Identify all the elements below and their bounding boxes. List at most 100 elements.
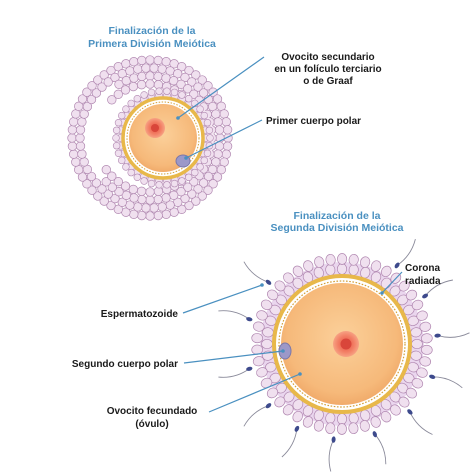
label-oocyte-line-2: en un folículo terciario [274, 64, 381, 75]
granulosa-cell [82, 101, 93, 112]
corona-cell [411, 377, 424, 389]
sperm-head [372, 431, 377, 438]
antrum-oocyte-mass [112, 87, 214, 189]
granulosa-cell [222, 141, 233, 151]
corona-cell [274, 396, 286, 408]
cumulus-cell [122, 105, 130, 113]
granulosa-cell [107, 182, 117, 192]
granulosa-cell [176, 79, 186, 89]
corona-cell [303, 260, 314, 272]
granulosa-cell [113, 89, 123, 99]
sperm-cell [407, 409, 433, 435]
granulosa-cell [149, 63, 159, 73]
granulosa-cell [103, 189, 113, 199]
cumulus-cell [196, 163, 204, 171]
granulosa-cell [77, 149, 87, 159]
granulosa-cell [141, 63, 151, 73]
granulosa-cell [137, 55, 147, 66]
granulosa-cell [121, 190, 131, 200]
granulosa-cell [169, 76, 179, 86]
top-zona-inner-ring [126, 101, 200, 175]
cumulus-cell [206, 134, 214, 142]
granulosa-cell [213, 149, 223, 159]
granulosa-cell [113, 204, 123, 214]
granulosa-cell [91, 88, 102, 98]
sperm-cell [243, 403, 272, 427]
corona-cell [325, 253, 336, 266]
granulosa-cell [197, 75, 207, 85]
bottom-title-line-1: Finalización de la [294, 210, 381, 222]
sperm-head [246, 317, 253, 322]
corona-cell [261, 338, 273, 350]
label-sperm: Espermatozoide [101, 309, 179, 320]
granulosa-cell [203, 81, 213, 91]
corona-cell [325, 422, 336, 435]
granulosa-cell [128, 184, 138, 195]
granulosa-cell [145, 195, 155, 205]
granulosa-cell [129, 73, 139, 83]
cumulus-cell [178, 91, 186, 99]
sperm-cell [281, 425, 300, 458]
granulosa-cell [87, 81, 97, 91]
label-fertilized-line-2: (óvulo) [135, 419, 168, 430]
corona-cell [398, 396, 410, 408]
granulosa-cell [193, 184, 203, 194]
sperm-cell [394, 238, 416, 269]
corona-cell [266, 387, 279, 399]
granulosa-cell [67, 141, 78, 151]
corona-cell [416, 367, 428, 378]
sperm-tail [432, 376, 463, 389]
corona-radiata-cells [251, 253, 433, 435]
granulosa-cell [189, 177, 199, 187]
granulosa-cell [153, 71, 163, 82]
corona-cell [380, 411, 392, 423]
graafian-follicle [67, 55, 233, 221]
corona-cell [390, 404, 401, 416]
cumulus-cell [147, 88, 156, 97]
granulosa-cell [77, 117, 87, 127]
cumulus-cell [205, 126, 214, 135]
sperm-tail [243, 405, 269, 427]
corona-cell [252, 321, 265, 332]
granulosa-cell [137, 71, 147, 82]
granulosa-cell [213, 117, 223, 127]
cumulus-cell [114, 149, 123, 158]
corona-cell [314, 256, 325, 268]
granulosa-cell [180, 72, 190, 83]
granulosa-cell [107, 171, 117, 181]
granulosa-cell [161, 73, 171, 83]
label-first-polar: Primer cuerpo polar [266, 116, 361, 127]
granulosa-cell [113, 177, 123, 187]
cumulus-cell [147, 179, 156, 188]
granulosa-cell [203, 185, 213, 195]
granulosa-cell [198, 88, 209, 98]
granulosa-cell [120, 181, 131, 191]
corona-cell [420, 333, 433, 344]
sperm-cell [243, 261, 272, 285]
top-title-line-1: Finalización de la [109, 25, 196, 37]
granulosa-cell [208, 179, 218, 189]
corona-cell [337, 253, 348, 265]
corona-cell [313, 420, 324, 432]
label-corona-line-1: Corona [405, 263, 440, 274]
granulosa-cell [193, 82, 203, 92]
granulosa-cell [153, 55, 163, 66]
granulosa-cell [86, 171, 97, 182]
granulosa-cell [93, 75, 103, 85]
cumulus-cell [163, 87, 171, 95]
cumulus-cell [155, 87, 163, 95]
sperm-head [394, 262, 400, 269]
cumulus-cell [196, 105, 204, 113]
sperm-head [429, 374, 436, 379]
granulosa-cell [79, 157, 89, 167]
corona-cell [370, 260, 382, 272]
cumulus-cell [122, 163, 130, 171]
granulosa-cell [114, 187, 124, 197]
granulosa-cell [189, 89, 199, 99]
corona-cell [419, 321, 432, 332]
sperm-cell [328, 436, 336, 472]
granulosa-cell [67, 125, 78, 135]
corona-cell [420, 344, 433, 355]
cumulus-cell [133, 173, 142, 182]
granulosa-cell [97, 82, 107, 92]
